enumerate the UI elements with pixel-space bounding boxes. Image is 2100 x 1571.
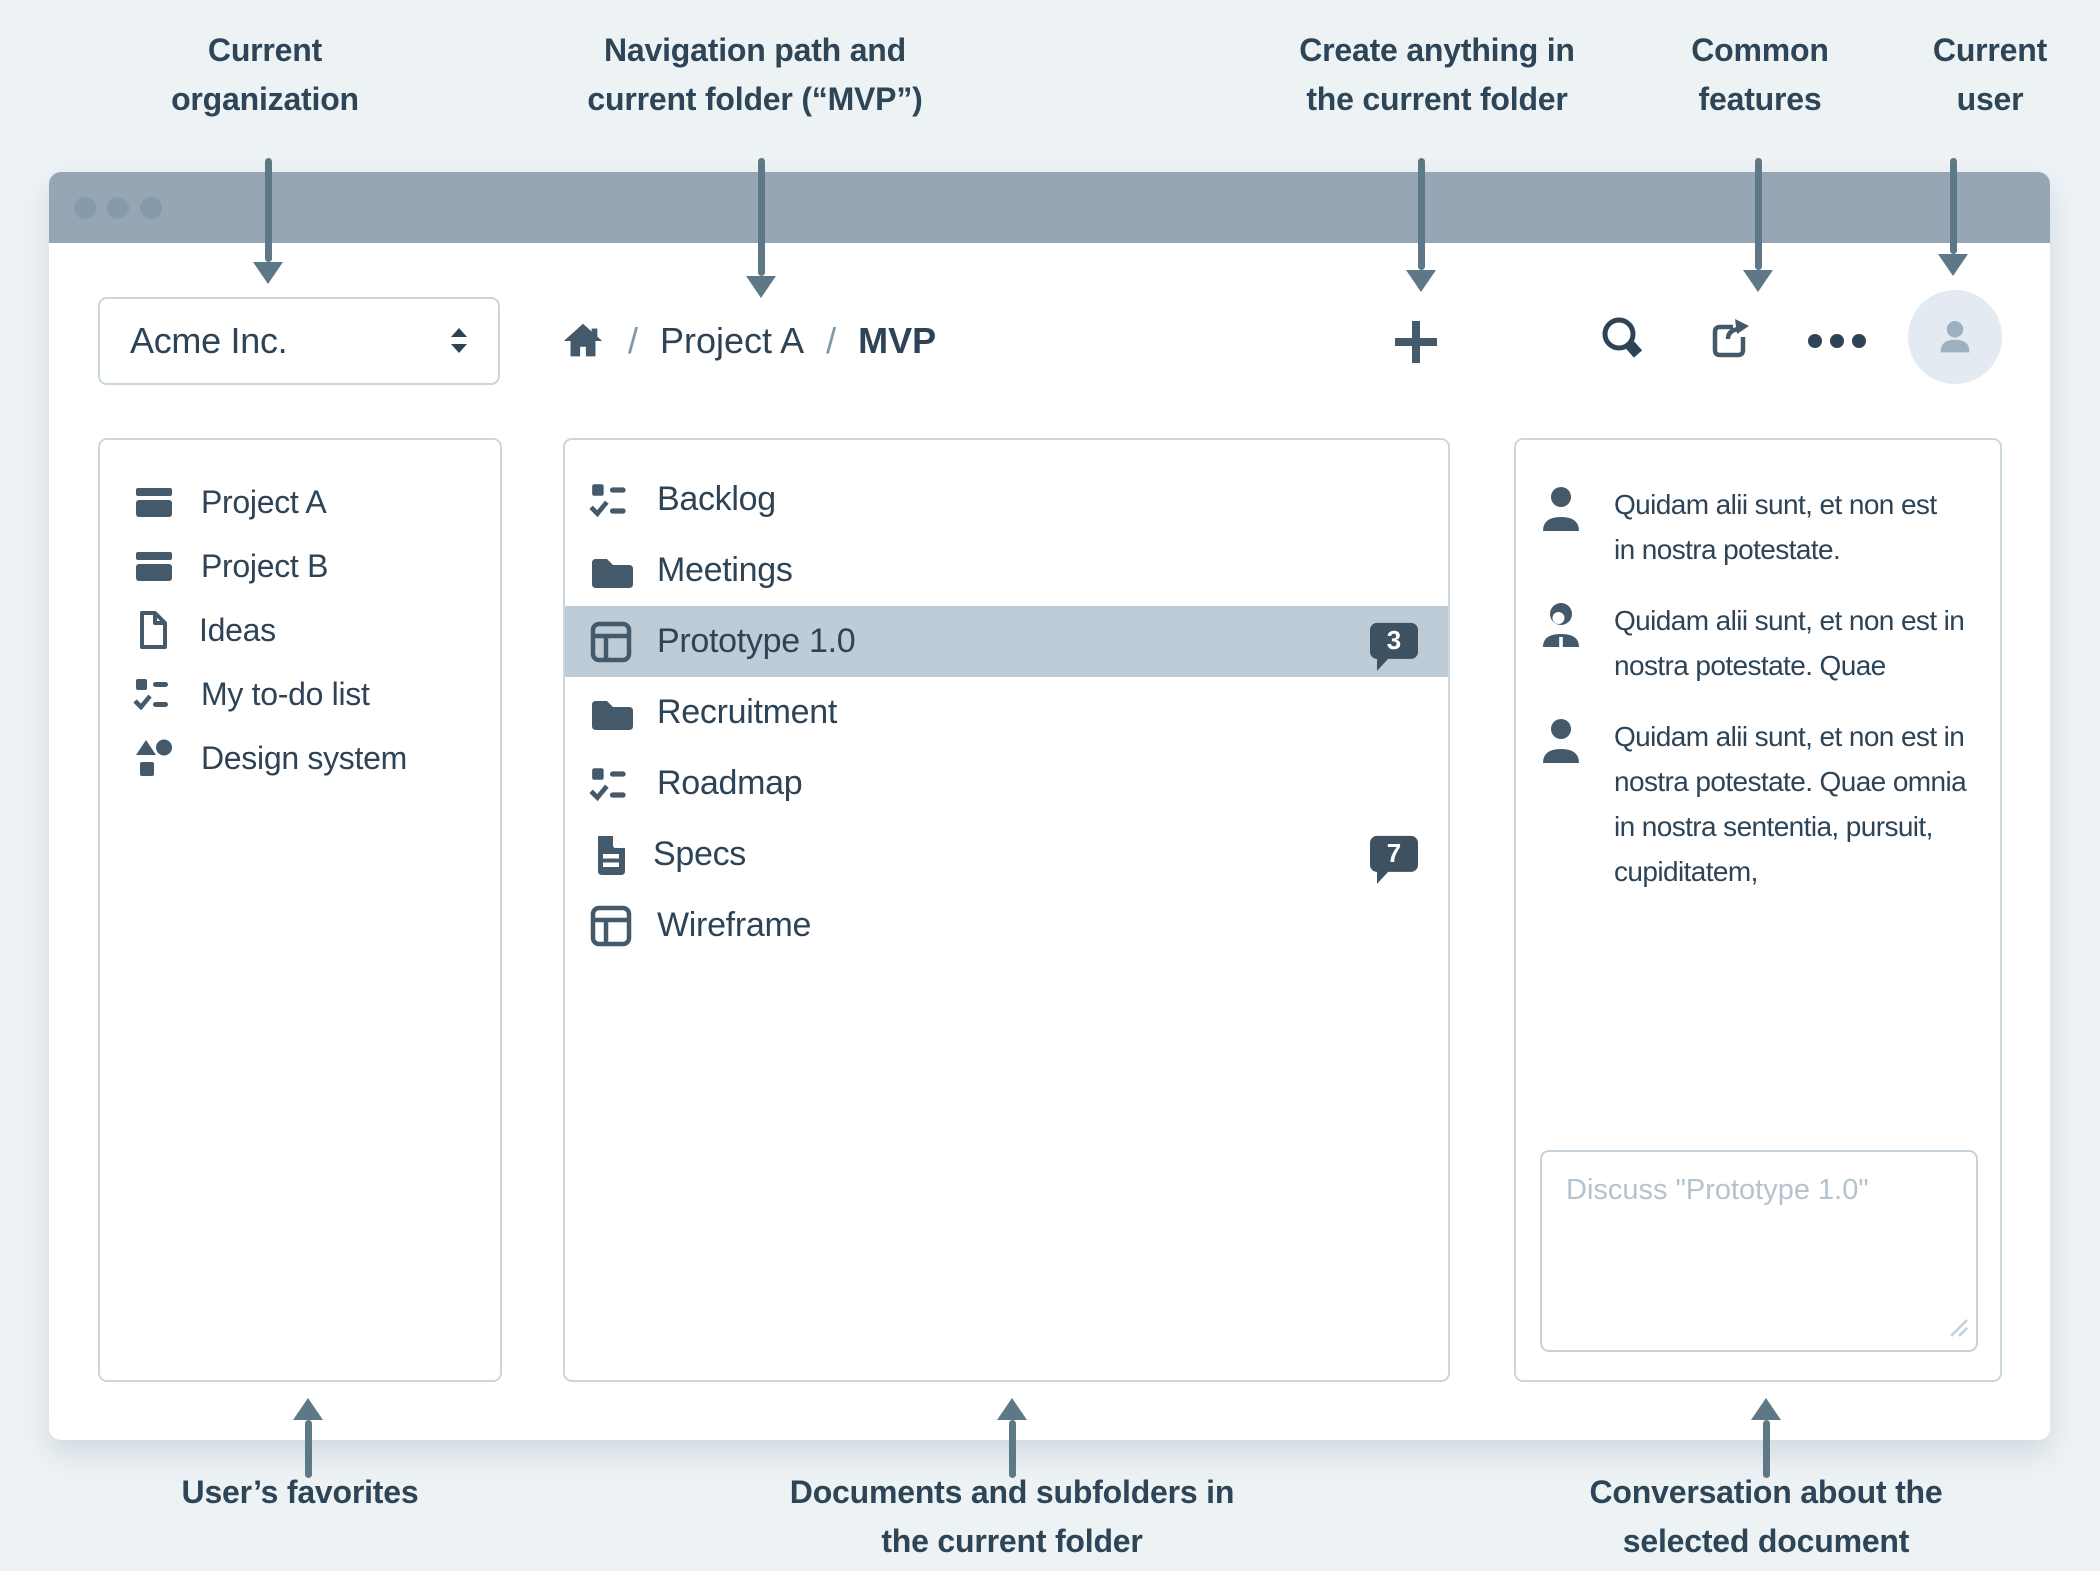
message-text: Quidam alii sunt, et non est in nostra p… xyxy=(1614,489,1937,565)
arrow-from-conversation xyxy=(1751,1398,1781,1478)
arrow-to-organization xyxy=(253,158,283,284)
annotation-navigation-path: Navigation path and current folder (“MVP… xyxy=(587,32,923,117)
sidebar-item-label: Design system xyxy=(201,739,407,776)
organization-selector[interactable]: Acme Inc. xyxy=(98,297,500,385)
person-icon xyxy=(1542,484,1584,572)
checklist-icon xyxy=(133,673,175,715)
document-row-label: Specs xyxy=(653,835,746,873)
breadcrumb-separator: / xyxy=(628,320,639,361)
sidebar-item-todo-list[interactable]: My to-do list xyxy=(100,662,500,726)
arrow-from-favorites xyxy=(293,1398,323,1478)
favorites-panel: Project A Project B Ideas My to-do list … xyxy=(98,438,502,1382)
search-button[interactable] xyxy=(1597,314,1653,370)
arrow-to-breadcrumb xyxy=(746,158,776,298)
sidebar-item-label: Project A xyxy=(201,483,327,520)
share-icon xyxy=(1703,315,1757,369)
document-row-wireframe[interactable]: Wireframe xyxy=(565,890,1448,961)
sidebar-item-project-b[interactable]: Project B xyxy=(100,534,500,598)
breadcrumb-separator: / xyxy=(826,320,837,361)
document-filled-icon xyxy=(589,833,629,877)
document-row-label: Meetings xyxy=(657,551,793,589)
breadcrumb-item-current: MVP xyxy=(858,320,937,361)
sidebar-item-ideas[interactable]: Ideas xyxy=(100,598,500,662)
arrow-to-features xyxy=(1743,158,1773,292)
document-row-label: Recruitment xyxy=(657,693,837,731)
person-icon xyxy=(1542,716,1584,894)
documents-panel: Backlog Meetings Prototype 1.0 3 Recruit… xyxy=(563,438,1450,1382)
arrow-to-user xyxy=(1938,158,1968,276)
document-icon xyxy=(133,609,173,651)
message-text: Quidam alii sunt, et non est in nostra p… xyxy=(1614,721,1967,887)
shapes-icon xyxy=(133,737,175,779)
person-alt-icon xyxy=(1542,600,1584,688)
document-row-recruitment[interactable]: Recruitment xyxy=(565,677,1448,748)
comment-count-badge[interactable]: 7 xyxy=(1370,835,1418,884)
annotation-conversation: Conversation about the selected document xyxy=(1589,1474,1943,1559)
discussion-input[interactable] xyxy=(1540,1150,1978,1352)
layout-icon xyxy=(589,620,633,664)
message: Quidam alii sunt, et non est in nostra p… xyxy=(1542,482,1980,572)
document-row-meetings[interactable]: Meetings xyxy=(565,535,1448,606)
comment-count-badge[interactable]: 3 xyxy=(1370,622,1418,671)
message: Quidam alii sunt, et non est in nostra p… xyxy=(1542,714,1980,894)
layout-icon xyxy=(589,904,633,948)
checklist-icon xyxy=(589,762,633,806)
sort-icon xyxy=(448,326,470,356)
arrow-from-documents xyxy=(997,1398,1027,1478)
project-icon xyxy=(133,546,175,586)
document-row-prototype-selected[interactable]: Prototype 1.0 3 xyxy=(565,606,1448,677)
window-dot[interactable] xyxy=(140,196,162,219)
home-icon[interactable] xyxy=(560,319,606,363)
share-button[interactable] xyxy=(1703,315,1757,369)
create-button[interactable] xyxy=(1388,314,1444,370)
annotation-documents-subfolders: Documents and subfolders in the current … xyxy=(789,1474,1235,1559)
breadcrumb: / Project A / MVP xyxy=(560,297,936,385)
sidebar-item-design-system[interactable]: Design system xyxy=(100,726,500,790)
conversation-panel: Quidam alii sunt, et non est in nostra p… xyxy=(1514,438,2002,1382)
document-row-specs[interactable]: Specs 7 xyxy=(565,819,1448,890)
annotation-current-organization: Current organization xyxy=(171,32,359,117)
sidebar-item-label: Ideas xyxy=(199,611,276,648)
more-button[interactable] xyxy=(1806,331,1868,351)
document-row-label: Backlog xyxy=(657,480,776,518)
window-titlebar[interactable] xyxy=(49,172,2050,243)
document-row-label: Wireframe xyxy=(657,906,812,944)
annotation-common-features: Common features xyxy=(1691,32,1829,117)
organization-name: Acme Inc. xyxy=(130,320,288,361)
document-row-roadmap[interactable]: Roadmap xyxy=(565,748,1448,819)
user-avatar[interactable] xyxy=(1908,290,2002,384)
sidebar-item-project-a[interactable]: Project A xyxy=(100,470,500,534)
project-icon xyxy=(133,482,175,522)
document-row-label: Prototype 1.0 xyxy=(657,622,856,660)
checklist-icon xyxy=(589,478,633,522)
person-icon xyxy=(1933,315,1977,359)
ellipsis-icon xyxy=(1806,331,1868,351)
search-icon xyxy=(1597,314,1653,370)
breadcrumb-item-parent[interactable]: Project A xyxy=(660,320,805,361)
message-text: Quidam alii sunt, et non est in nostra p… xyxy=(1614,605,1965,681)
arrow-to-create xyxy=(1406,158,1436,292)
annotation-create-anything: Create anything in the current folder xyxy=(1299,32,1575,117)
sidebar-item-label: Project B xyxy=(201,547,329,584)
folder-icon xyxy=(589,551,633,591)
document-row-backlog[interactable]: Backlog xyxy=(565,464,1448,535)
message: Quidam alii sunt, et non est in nostra p… xyxy=(1542,598,1980,688)
plus-icon xyxy=(1388,314,1444,370)
sidebar-item-label: My to-do list xyxy=(201,675,370,712)
app-window: Acme Inc. / Project A / MVP xyxy=(49,172,2050,1440)
folder-icon xyxy=(589,693,633,733)
annotation-user-favorites: User’s favorites xyxy=(181,1474,419,1510)
document-row-label: Roadmap xyxy=(657,764,803,802)
composer xyxy=(1540,1150,1978,1352)
window-dot[interactable] xyxy=(107,196,129,219)
annotation-current-user: Current user xyxy=(1932,32,2048,117)
window-dot[interactable] xyxy=(74,196,96,219)
